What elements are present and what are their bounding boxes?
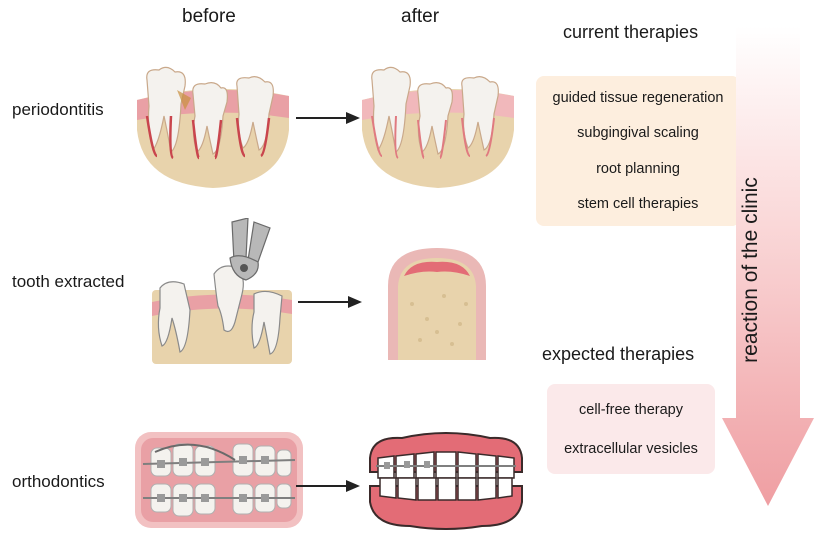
tooth-extracted-arrow xyxy=(298,292,364,312)
clinic-arrow-label: reaction of the clinic xyxy=(739,130,763,410)
orthodontics-after-illustration xyxy=(362,428,530,532)
tooth-extracted-before-illustration xyxy=(150,218,295,368)
expected-therapies-title: expected therapies xyxy=(542,344,694,365)
current-therapies-title: current therapies xyxy=(563,22,698,43)
before-column-header: before xyxy=(182,6,236,28)
row-label-periodontitis: periodontitis xyxy=(12,100,104,120)
after-column-header: after xyxy=(401,6,439,28)
periodontitis-arrow xyxy=(296,108,362,128)
therapy-extracellular-vesicles: extracellular vesicles xyxy=(564,441,698,457)
therapy-subgingival-scaling: subgingival scaling xyxy=(577,125,699,141)
therapy-guided-tissue-regeneration: guided tissue regeneration xyxy=(553,90,724,106)
therapy-stem-cell: stem cell therapies xyxy=(578,196,699,212)
current-therapies-box: guided tissue regeneration subgingival s… xyxy=(536,76,740,226)
tooth-extracted-after-illustration xyxy=(382,244,492,364)
orthodontics-arrow xyxy=(296,476,362,496)
expected-therapies-box: cell-free therapy extracellular vesicles xyxy=(547,384,715,474)
row-label-orthodontics: orthodontics xyxy=(12,472,105,492)
clinic-arrow xyxy=(720,26,816,508)
orthodontics-before-illustration xyxy=(135,430,303,530)
periodontitis-after-illustration xyxy=(358,60,518,190)
periodontitis-before-illustration xyxy=(133,60,293,190)
row-label-tooth-extracted: tooth extracted xyxy=(12,272,124,292)
therapy-root-planning: root planning xyxy=(596,161,680,177)
therapy-cell-free: cell-free therapy xyxy=(579,402,683,418)
